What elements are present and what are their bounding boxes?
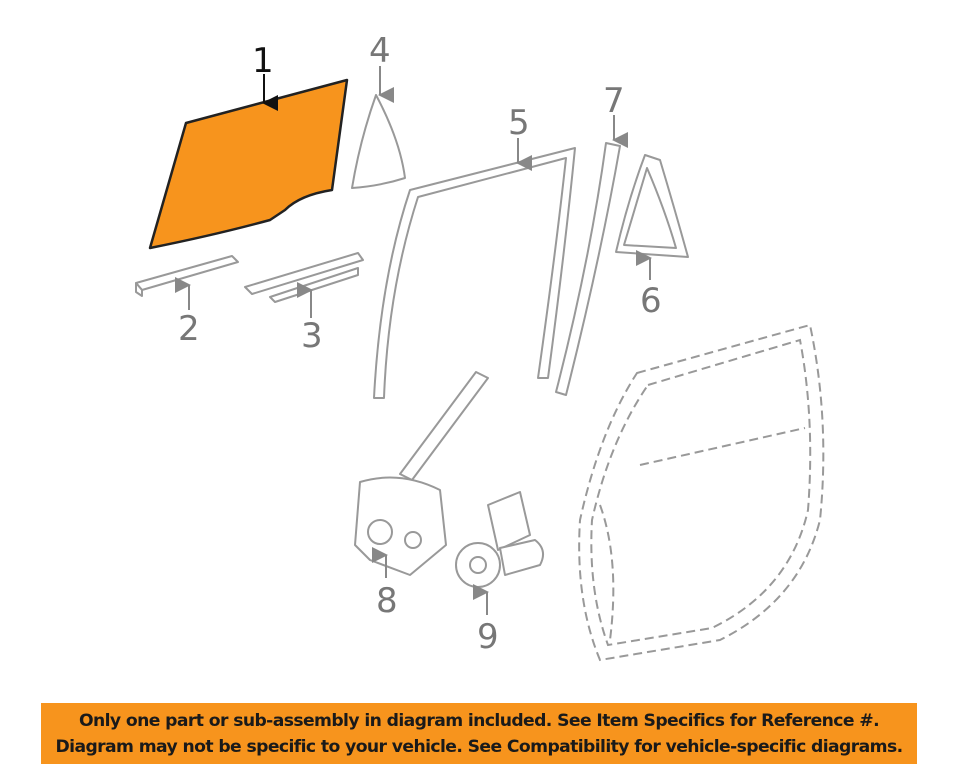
callout-2: 2 (178, 309, 200, 349)
callout-9: 9 (477, 617, 499, 657)
callout-3: 3 (301, 316, 323, 356)
part-8-window-regulator[interactable]: 8 (354, 371, 489, 621)
part-2-run-channel[interactable]: 2 (135, 255, 239, 349)
callout-7: 7 (603, 81, 625, 121)
part-3-run-channel[interactable]: 3 (244, 252, 364, 356)
part-9-window-motor[interactable]: 9 (455, 491, 545, 657)
part-5-weatherstrip[interactable]: 5 (373, 103, 576, 399)
rear-door-shell (578, 323, 825, 662)
callout-5: 5 (508, 103, 530, 143)
parts-diagram: 1 2 3 4 5 7 6 (135, 31, 825, 662)
callout-1: 1 (252, 41, 274, 81)
part-1-door-glass[interactable]: 1 (148, 41, 349, 250)
part-7-channel[interactable]: 7 (555, 81, 628, 396)
callout-6: 6 (640, 281, 662, 321)
part-6-quarter-window[interactable]: 6 (615, 154, 689, 321)
callout-8: 8 (376, 581, 398, 621)
callout-4: 4 (369, 31, 391, 71)
part-4-quarter-glass[interactable]: 4 (351, 31, 406, 189)
disclaimer-line-2: Diagram may not be specific to your vehi… (55, 736, 904, 757)
disclaimer-banner: Only one part or sub-assembly in diagram… (41, 703, 917, 764)
disclaimer-line-1: Only one part or sub-assembly in diagram… (78, 710, 880, 731)
